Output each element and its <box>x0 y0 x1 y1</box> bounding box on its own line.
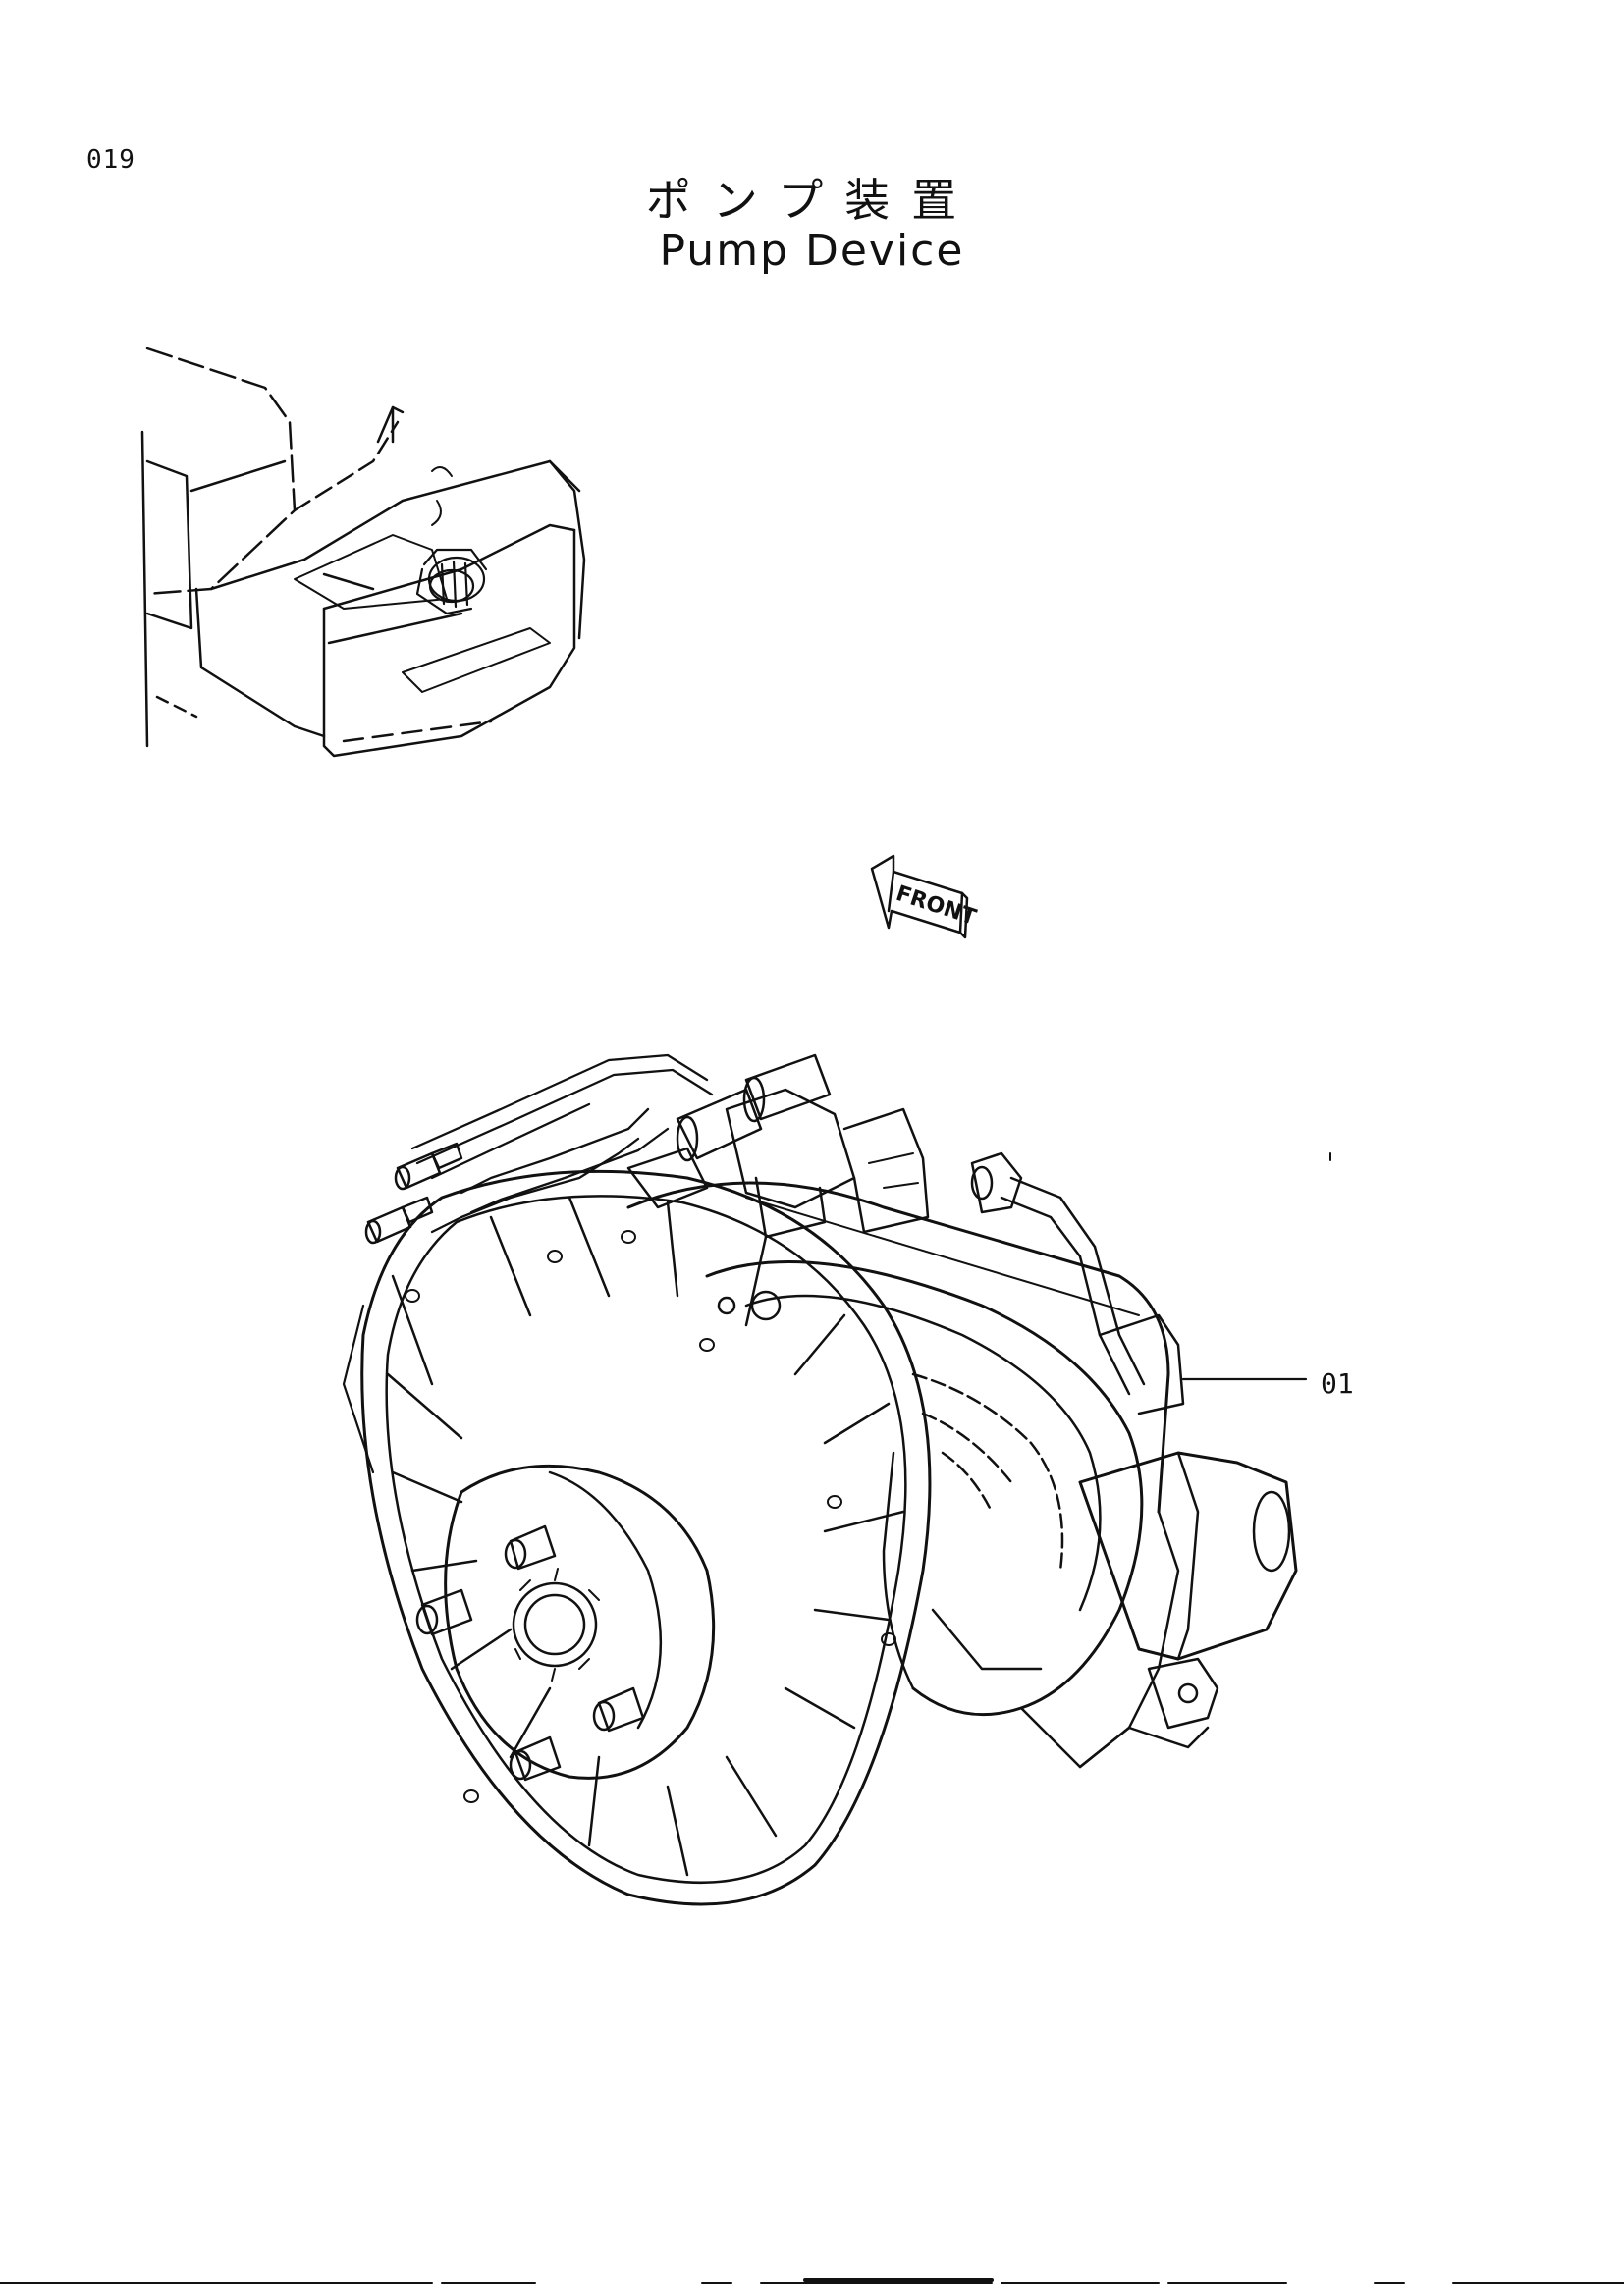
page-number: 019 <box>86 145 135 175</box>
title-english: Pump Device <box>659 226 965 276</box>
sensor-cables <box>364 1053 714 1245</box>
front-direction-arrow: FRONT <box>870 854 979 939</box>
pump-device-illustration <box>342 1053 1298 1906</box>
machine-overview-inset <box>140 347 586 758</box>
front-label: FRONT <box>893 881 979 931</box>
bottom-edge-rule <box>0 2278 1624 2284</box>
callout-label-01: 01 <box>1321 1367 1354 1400</box>
title-japanese: ポンプ装置 <box>645 174 979 227</box>
